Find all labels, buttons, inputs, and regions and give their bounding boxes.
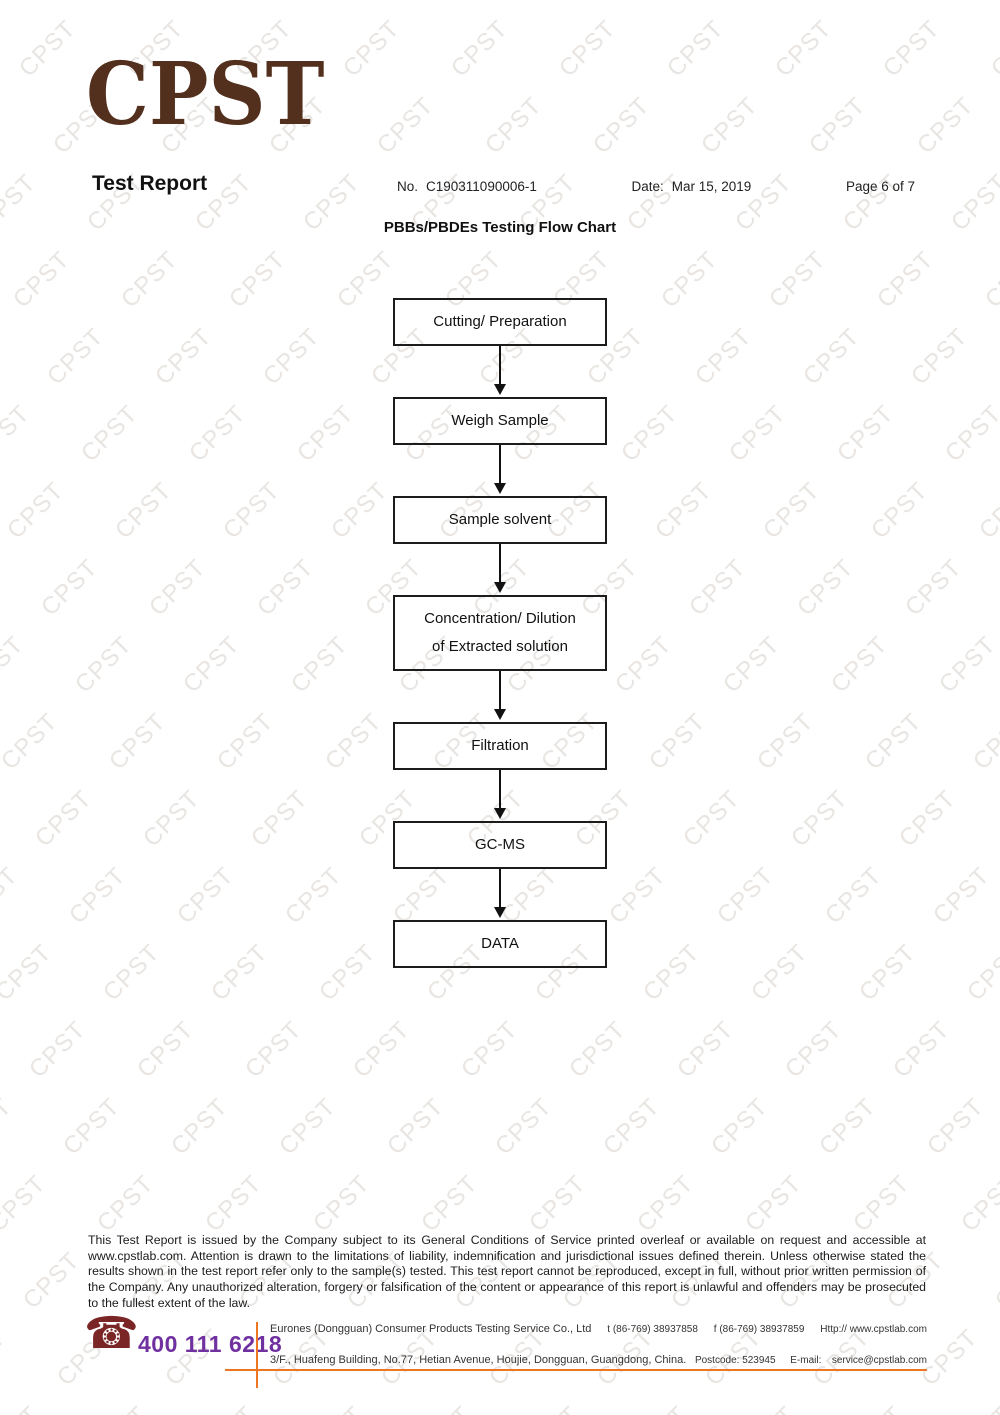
flowchart-step: GC-MS [393, 821, 607, 869]
company-address: 3/F., Huafeng Building, No.77, Hetian Av… [270, 1354, 687, 1366]
arrow-down-icon [494, 770, 506, 821]
company-name: Eurones (Dongguan) Consumer Products Tes… [270, 1323, 592, 1335]
footer-company-row: Eurones (Dongguan) Consumer Products Tes… [270, 1323, 927, 1335]
arrow-down-icon [494, 671, 506, 722]
phone-icon: ☎ [84, 1309, 139, 1358]
header-meta: No. C190311090006-1 Date: Mar 15, 2019 Pag… [397, 179, 915, 194]
arrow-down-icon [494, 445, 506, 496]
flowchart-step-label: GC-MS [475, 836, 525, 853]
flowchart-step: Sample solvent [393, 496, 607, 544]
footer-vertical-divider [256, 1322, 258, 1388]
flowchart-step: DATA [393, 920, 607, 968]
flowchart-step: Cutting/ Preparation [393, 298, 607, 346]
flowchart-step-label: DATA [481, 935, 519, 952]
flowchart-step-label: Sample solvent [448, 511, 552, 528]
flowchart-step-label: Filtration [471, 737, 529, 754]
flowchart-step: Concentration/ Dilution of Extracted solu… [393, 595, 607, 671]
company-website: Http:// www.cpstlab.com [820, 1324, 927, 1335]
flowchart-step-label: Cutting/ Preparation [433, 313, 567, 330]
arrow-down-icon [494, 869, 506, 920]
footer-horizontal-divider [225, 1369, 927, 1371]
page-indicator: Page 6 of 7 [845, 179, 915, 194]
report-number: No. C190311090006-1 [397, 179, 537, 194]
report-number-label: No. [397, 179, 419, 194]
company-logo: CPST [86, 44, 325, 145]
arrow-down-icon [494, 544, 506, 595]
email-value: service@cpstlab.com [831, 1355, 927, 1366]
arrow-down-icon [494, 346, 506, 397]
company-fax: f (86-769) 38937859 [713, 1324, 805, 1335]
company-tel: t (86-769) 38937858 [607, 1324, 698, 1335]
email-label: E-mail: [790, 1355, 822, 1366]
report-title: Test Report [92, 172, 208, 195]
flowchart-step: Weigh Sample [393, 397, 607, 445]
report-date: Date: Mar 15, 2019 [631, 179, 751, 194]
report-date-value: Mar 15, 2019 [671, 179, 752, 194]
footer-address-row: 3/F., Huafeng Building, No.77, Hetian Av… [270, 1350, 927, 1368]
flowchart-step-label: of Extracted solution [432, 638, 568, 655]
disclaimer-text: This Test Report is issued by the Compan… [88, 1233, 926, 1310]
report-number-value: C190311090006-1 [426, 179, 537, 194]
flowchart-step: Filtration [393, 722, 607, 770]
flowchart-step-label: Concentration/ Dilution [424, 610, 576, 627]
hotline-number: 400 111 6218 [138, 1331, 283, 1357]
company-email: E-mail: service@cpstlab.com [784, 1350, 927, 1368]
flowchart-step-label: Weigh Sample [451, 412, 549, 429]
flowchart-title: PBBs/PBDEs Testing Flow Chart [383, 219, 617, 236]
report-date-label: Date: [631, 179, 664, 194]
company-postcode: Postcode: 523945 [694, 1355, 776, 1366]
